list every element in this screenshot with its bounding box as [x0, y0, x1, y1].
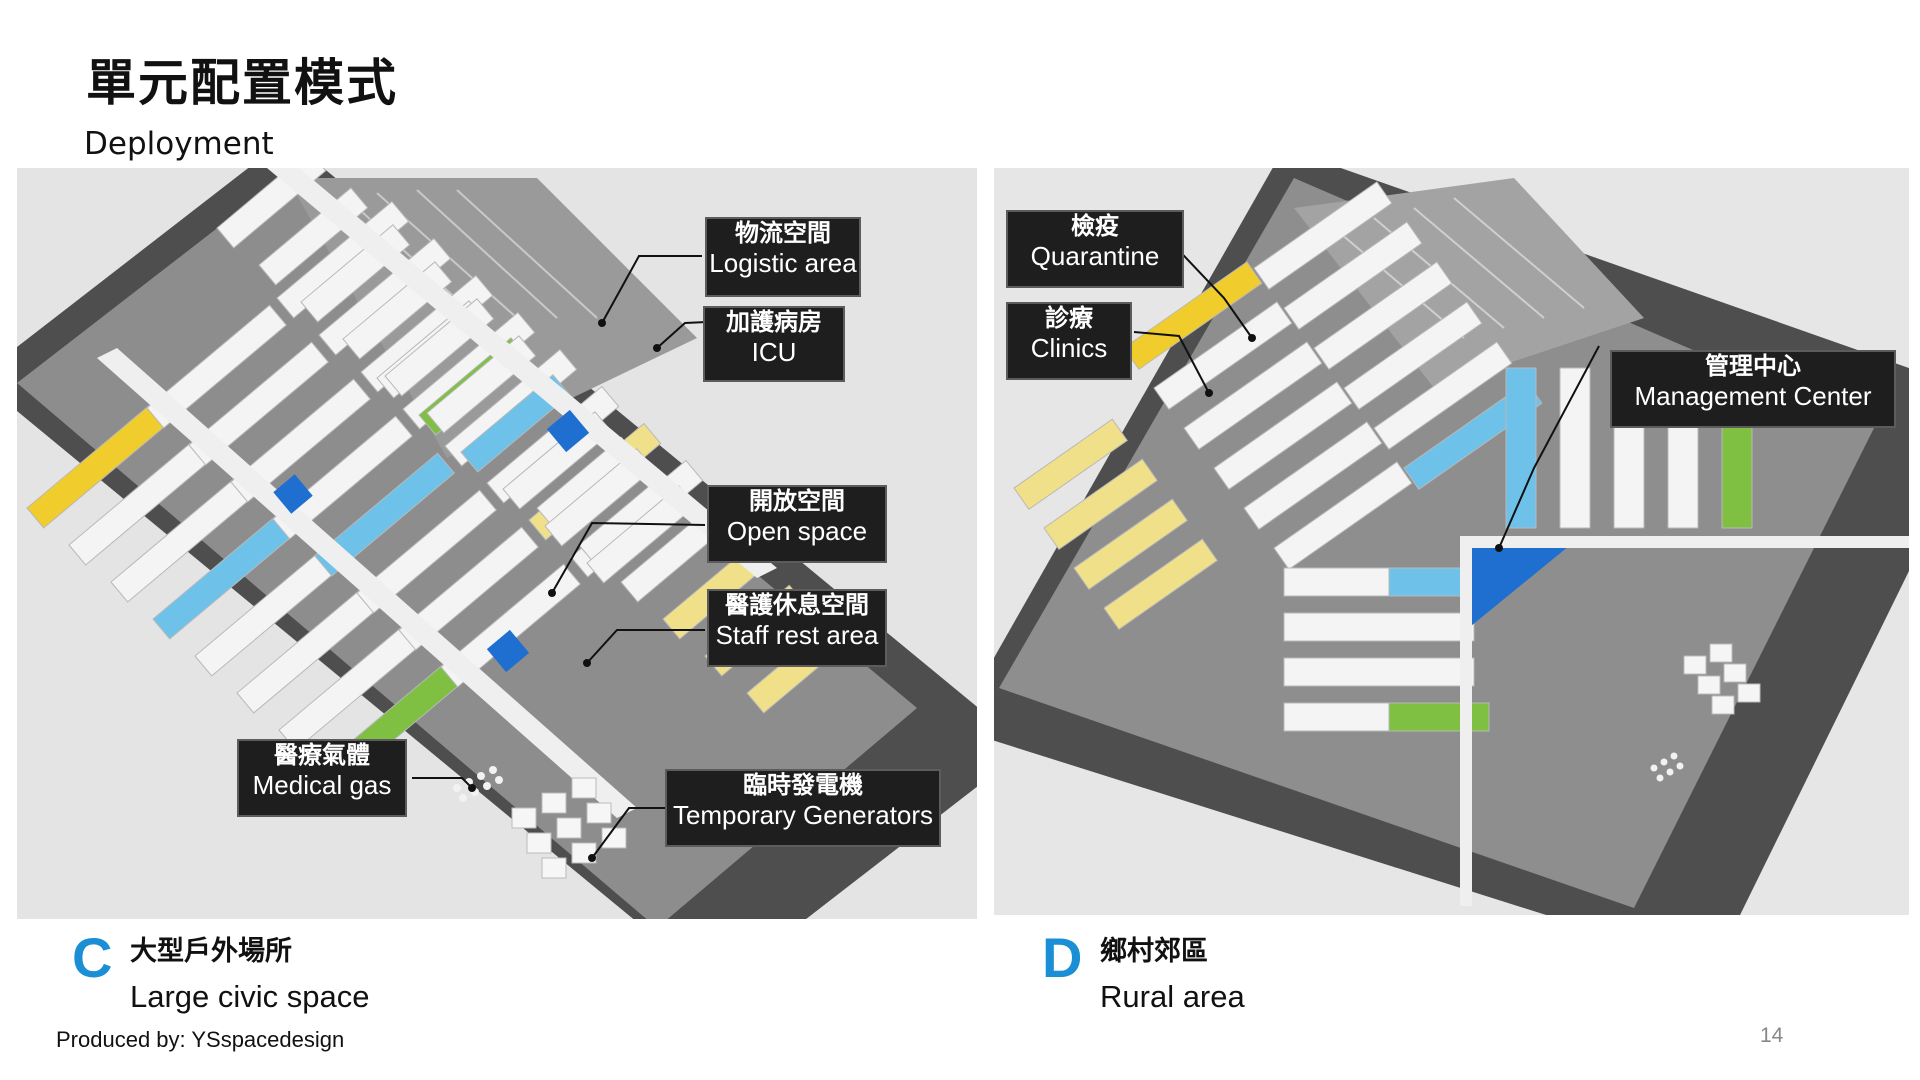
open-space-marker: [273, 474, 313, 514]
panel-c-caption-zh: 大型戶外場所: [130, 936, 292, 967]
tent-row: [1283, 657, 1475, 687]
tent-row: [1559, 367, 1591, 529]
tent-row: [1013, 418, 1128, 510]
tent-row: [460, 374, 571, 473]
tent-row: [1505, 367, 1537, 529]
tent-row: [146, 304, 287, 429]
tent-row: [1073, 498, 1188, 590]
tent-row: [1183, 341, 1323, 450]
main-corridor: [1460, 536, 1472, 906]
page-title: 單元配置模式: [86, 54, 398, 112]
main-corridor: [267, 168, 777, 578]
open-space-marker: [486, 629, 530, 673]
tent-rows: [1013, 181, 1753, 732]
credit-text: Produced by: YSspacedesign: [56, 1027, 345, 1052]
main-corridor: [97, 348, 637, 818]
medical-gas-cylinders: [1650, 752, 1684, 782]
tent-row: [272, 415, 413, 540]
tent-row: [1213, 381, 1353, 490]
tent-row: [230, 378, 371, 503]
tent-row: [1313, 261, 1453, 370]
tent-row: [1283, 221, 1423, 330]
medical-gas-cylinders: [453, 766, 503, 802]
management-center-marker: [1471, 546, 1569, 626]
tent-row: [1103, 538, 1218, 630]
tent-row: [314, 452, 455, 577]
tent-rows: [26, 168, 849, 788]
page-subtitle: Deployment: [84, 126, 274, 162]
tent-row: [1283, 612, 1475, 642]
tent-row: [398, 526, 539, 651]
tent-row: [356, 489, 497, 614]
panel-d-caption-en: Rural area: [1100, 979, 1245, 1014]
tent-row: [188, 341, 329, 466]
tent-row: [1388, 702, 1490, 732]
main-corridor: [1468, 536, 1909, 548]
tent-row: [1243, 421, 1383, 530]
tent-row: [1253, 181, 1393, 290]
tent-row: [1043, 458, 1158, 550]
panel-d-caption-zh: 鄉村郊區: [1100, 936, 1208, 967]
tent-row: [440, 563, 581, 688]
tent-row: [1343, 301, 1483, 410]
panel-c-caption-en: Large civic space: [130, 979, 370, 1014]
generator-cluster: [1683, 643, 1761, 715]
tent-row: [1153, 301, 1293, 410]
open-space-marker: [546, 409, 590, 453]
panel-d-letter: D: [1042, 926, 1083, 989]
page-number: 14: [1760, 1024, 1784, 1047]
panel-c-letter: C: [72, 926, 113, 989]
tent-row: [1373, 341, 1513, 450]
tent-row: [1273, 461, 1413, 570]
